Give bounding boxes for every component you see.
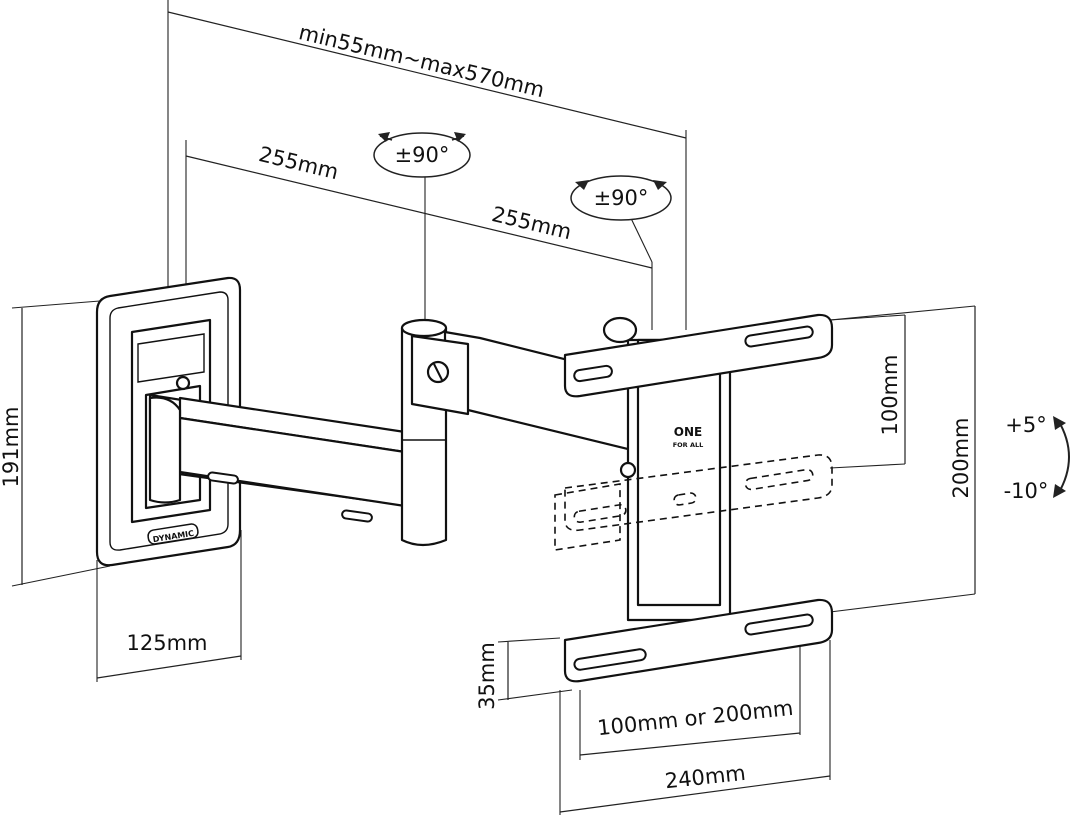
swivel-2-label: ±90° xyxy=(594,186,649,210)
vesa-horizontal-dimension-line xyxy=(579,732,801,756)
brand-logo: ONE FOR ALL xyxy=(673,425,704,449)
dimension-lines xyxy=(11,0,976,815)
extension-dimension-line xyxy=(167,11,687,139)
vesa-outer-label: 200mm xyxy=(949,418,973,499)
vesa-vertical-frame: ONE FOR ALL xyxy=(619,338,732,622)
bottom-rail xyxy=(563,598,834,683)
brand-logo-line2: FOR ALL xyxy=(673,441,704,449)
tilt-arrow-icon xyxy=(1053,416,1070,498)
tilt-down-label: -10° xyxy=(1004,479,1049,503)
top-rail xyxy=(563,313,834,398)
rail-height-label: 35mm xyxy=(475,642,499,710)
swivel-indicator-1 xyxy=(373,132,471,178)
rail-width-dimension-line xyxy=(559,775,831,813)
tilt-up-label: +5° xyxy=(1005,413,1046,437)
wall-plate-height-label: 191mm xyxy=(0,407,23,488)
vesa-inner-label: 100mm xyxy=(878,355,902,436)
arm-segment-2 xyxy=(410,330,642,454)
arm-segment-2-label: 255mm xyxy=(489,202,573,244)
brand-logo-line1: ONE xyxy=(674,425,702,439)
middle-rail-dashed xyxy=(554,454,833,551)
arm-extension-label: min55mm~max570mm xyxy=(297,20,547,102)
arm-segments-dimension-line xyxy=(185,155,653,269)
wall-plate-width-dimension-line xyxy=(96,655,242,679)
swivel-1-label: ±90° xyxy=(395,143,450,167)
wall-plate-width-label: 125mm xyxy=(127,631,208,655)
arm-segment-1 xyxy=(148,393,412,523)
swivel-indicator-2 xyxy=(570,175,672,221)
vesa-horizontal-label: 100mm or 200mm xyxy=(596,696,794,740)
arm-segment-1-label: 255mm xyxy=(256,142,340,184)
